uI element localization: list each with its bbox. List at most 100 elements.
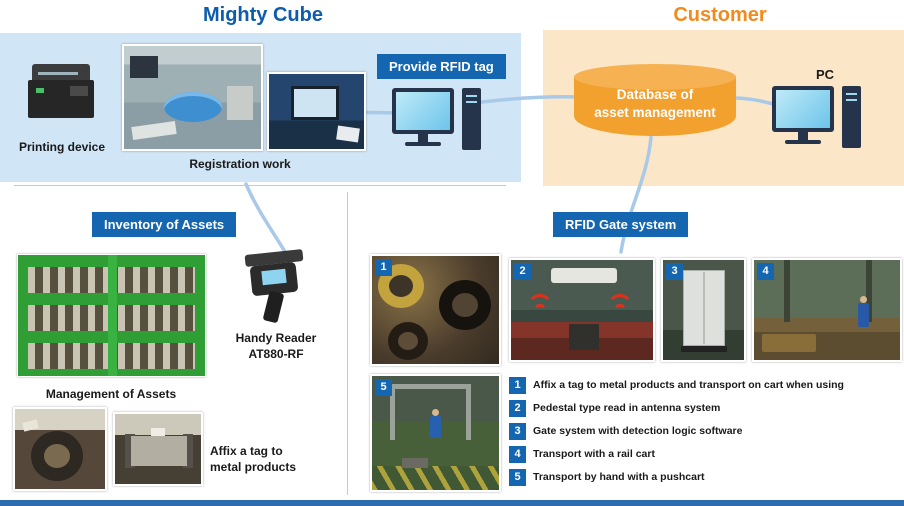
photo-decoration — [130, 56, 158, 78]
registration-work-label: Registration work — [189, 157, 291, 171]
worker-decoration — [432, 409, 439, 416]
screen-decoration — [396, 92, 450, 130]
gate-photo-5: 5 — [370, 374, 501, 492]
legend-text: Pedestal type read in antenna system — [533, 402, 721, 414]
photo-decoration — [378, 264, 424, 308]
registration-photo-1-art — [124, 46, 261, 149]
handy-reader-grip-decoration — [262, 290, 285, 324]
monitor-icon — [772, 86, 834, 132]
inventory-of-assets-badge: Inventory of Assets — [92, 212, 237, 237]
legend-number: 4 — [509, 446, 526, 463]
section-divider-horizontal — [14, 185, 506, 186]
gate-frame-decoration — [390, 386, 395, 440]
photo-number-badge: 3 — [666, 263, 683, 280]
photo-decoration — [681, 346, 727, 352]
legend-text: Transport with a rail cart — [533, 448, 655, 460]
database-label: Database of asset management — [574, 86, 736, 122]
provide-rfid-tag-badge: Provide RFID tag — [377, 54, 506, 79]
photo-decoration — [31, 431, 83, 481]
rail-cart-decoration — [762, 334, 816, 352]
photo-decoration — [569, 324, 599, 350]
gate-frame-decoration — [466, 386, 471, 440]
wifi-arc-icon — [613, 304, 627, 318]
printer-light-decoration — [36, 88, 44, 93]
wifi-arc-icon — [533, 304, 547, 318]
gate-photo-2-art: 2 — [511, 260, 653, 360]
legend-number: 1 — [509, 377, 526, 394]
affix-tag-photo-2-art — [115, 414, 201, 484]
database-label-line2: asset management — [594, 105, 716, 121]
legend-text: Affix a tag to metal products and transp… — [533, 379, 844, 391]
photo-decoration — [164, 92, 222, 122]
photo-number-badge: 2 — [514, 263, 531, 280]
photo-decoration — [703, 272, 705, 344]
bottom-border — [0, 500, 904, 506]
screen-decoration — [776, 90, 830, 128]
legend-item: 5 Transport by hand with a pushcart — [509, 469, 904, 486]
handy-reader-label: Handy Reader AT880-RF — [220, 330, 332, 362]
tower-icon — [842, 86, 861, 148]
gate-frame-decoration — [390, 384, 471, 389]
gate-photo-3-art: 3 — [663, 260, 744, 360]
shelf-post-decoration — [107, 255, 117, 376]
photo-decoration — [183, 434, 193, 468]
customer-header: Customer — [673, 4, 767, 26]
photo-decoration — [866, 260, 872, 322]
worker-decoration — [860, 296, 867, 303]
assets-shelf-photo — [17, 254, 206, 377]
gate-photo-1-art: 1 — [372, 256, 499, 364]
photo-decoration — [151, 428, 165, 436]
section-divider-vertical — [347, 192, 348, 495]
legend-text: Transport by hand with a pushcart — [533, 471, 705, 483]
handy-reader-screen-decoration — [261, 268, 287, 286]
database-cylinder: Database of asset management — [574, 64, 736, 136]
photo-decoration — [291, 86, 339, 120]
legend-number: 3 — [509, 423, 526, 440]
gate-photo-1: 1 — [370, 254, 501, 366]
photo-decoration — [372, 466, 499, 490]
gate-photo-4: 4 — [752, 258, 902, 362]
photo-decoration — [131, 121, 177, 140]
monitor-stand-decoration — [798, 132, 808, 140]
registration-photo-1 — [122, 44, 263, 151]
tower-icon — [462, 88, 481, 150]
affix-tag-label-line2: metal products — [210, 460, 297, 475]
photo-decoration — [22, 419, 39, 432]
photo-decoration — [388, 322, 428, 360]
worker-decoration — [430, 416, 441, 438]
monitor-base-decoration — [405, 142, 441, 146]
printing-device-photo — [24, 60, 102, 132]
monitor-icon — [392, 88, 454, 134]
registration-photo-2 — [267, 72, 366, 151]
gate-photo-5-art: 5 — [372, 376, 499, 490]
affix-tag-photo-1 — [13, 407, 107, 491]
photo-decoration — [439, 280, 491, 330]
gate-photo-4-art: 4 — [754, 260, 900, 360]
management-of-assets-label: Management of Assets — [45, 387, 177, 401]
antenna-unit-decoration — [551, 268, 617, 283]
mighty-cube-header: Mighty Cube — [203, 4, 323, 26]
assets-shelf-art — [18, 255, 205, 376]
legend-item: 3 Gate system with detection logic softw… — [509, 423, 904, 440]
handy-reader-name: Handy Reader — [235, 331, 317, 345]
database-top-decoration — [574, 64, 736, 90]
printer-slot-decoration — [38, 72, 78, 75]
legend-text: Gate system with detection logic softwar… — [533, 425, 743, 437]
affix-tag-label: Affix a tag to metal products — [210, 443, 340, 475]
legend-number: 5 — [509, 469, 526, 486]
photo-decoration — [227, 86, 253, 120]
monitor-stand-decoration — [418, 134, 428, 142]
printing-device-label: Printing device — [18, 140, 106, 154]
monitor-base-decoration — [785, 140, 821, 144]
photo-number-badge: 1 — [375, 259, 392, 276]
photo-decoration — [336, 125, 360, 143]
legend-number: 2 — [509, 400, 526, 417]
photo-decoration — [784, 260, 790, 322]
legend-item: 2 Pedestal type read in antenna system — [509, 400, 904, 417]
legend-item: 1 Affix a tag to metal products and tran… — [509, 377, 904, 394]
handy-reader-photo — [235, 246, 315, 326]
affix-tag-photo-2 — [113, 412, 203, 486]
affix-tag-photo-1-art — [15, 409, 105, 489]
gate-legend: 1 Affix a tag to metal products and tran… — [509, 377, 904, 492]
